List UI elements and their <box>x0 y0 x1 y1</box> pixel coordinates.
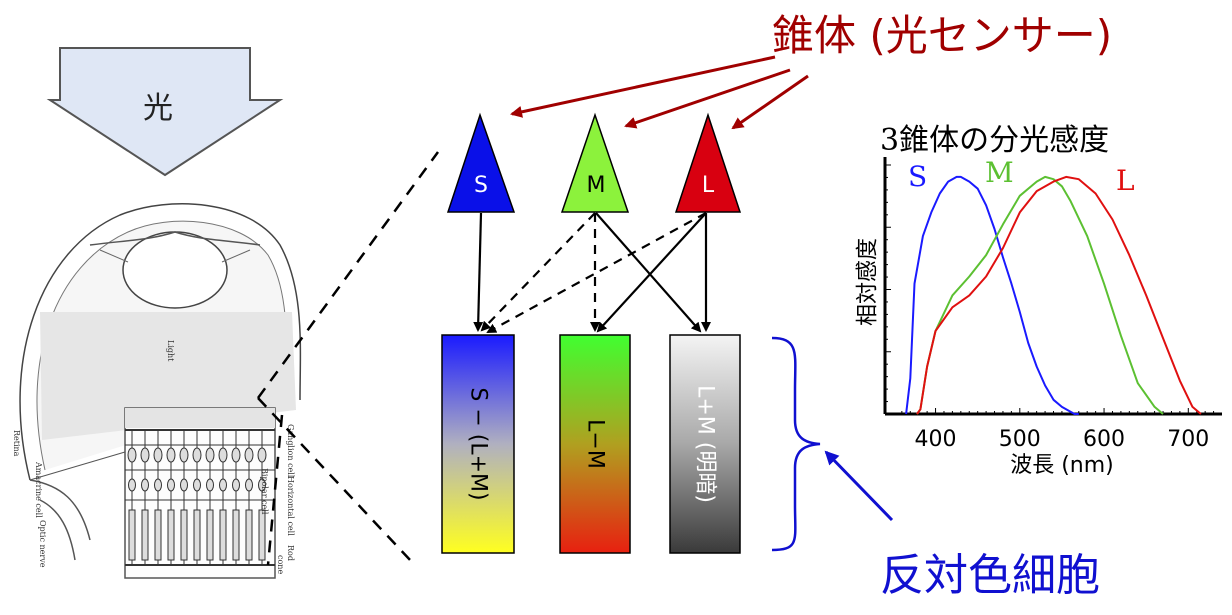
zoom-line-bottom <box>257 397 413 563</box>
opponent-cell-s-lm: S − (L+M) <box>441 334 515 554</box>
eye-label-optic: Optic nerve <box>38 520 47 568</box>
light-arrow-label: 光 <box>143 91 173 126</box>
opponent-cell-luminance-label: L+M (明暗) <box>693 385 718 503</box>
eye-label-cone: cone <box>276 555 285 574</box>
eye-label-horizontal: Horizontal cell <box>286 476 295 536</box>
opponent-cell-l-m: L−M <box>559 334 631 554</box>
opponent-cell-s-lm-label: S − (L+M) <box>466 387 491 500</box>
cone-connections <box>473 212 711 333</box>
retina-cells <box>125 429 275 566</box>
eye-label-bipolar: Bipolar cell <box>260 468 269 515</box>
legend-l: L <box>1116 164 1135 197</box>
x-tick-label: 700 <box>1167 427 1209 452</box>
eye-illustration: Light Retina Amacrine cell Optic nerve G… <box>12 203 302 579</box>
eye-label-amacrine: Amacrine cell <box>34 461 43 518</box>
series-line-s <box>905 175 1079 415</box>
x-tick-label: 400 <box>915 427 957 452</box>
opponent-brace <box>771 336 821 552</box>
cone-title: 錐体 (光センサー) <box>772 11 1112 60</box>
cone-m: M <box>560 112 630 213</box>
chart-title: 3錐体の分光感度 <box>880 123 1109 158</box>
cone-s-label: S <box>474 173 488 198</box>
opponent-pointer-arrow <box>824 450 894 522</box>
x-tick-label: 500 <box>999 427 1041 452</box>
eye-label-ganglion: Ganglion cell <box>286 424 295 478</box>
opponent-cell-l-m-label: L−M <box>583 419 608 469</box>
cone-pointer-arrows <box>510 55 809 130</box>
x-tick-label: 600 <box>1083 427 1125 452</box>
opponent-cell-luminance: L+M (明暗) <box>669 334 741 554</box>
opponent-title: 反対色細胞 <box>880 550 1100 601</box>
legend-m: M <box>985 156 1014 189</box>
chart-ticks: 400 500 600 700 <box>915 427 1210 452</box>
legend-s: S <box>908 160 927 193</box>
eye-label-light: Light <box>166 340 175 362</box>
chart-xlabel: 波長 (nm) <box>1010 453 1114 478</box>
cone-s: S <box>446 112 516 213</box>
chart-series <box>905 175 1202 415</box>
cone-l: L <box>674 112 742 213</box>
series-line-l <box>916 175 1202 415</box>
chart-axes <box>883 157 1222 416</box>
series-line-m <box>916 175 1164 415</box>
zoom-line-top <box>256 151 440 399</box>
eye-label-rod: Rod <box>286 545 295 561</box>
chart-ylabel: 相対感度 <box>856 238 881 326</box>
light-arrow: 光 <box>46 47 284 177</box>
spectral-chart: 3錐体の分光感度 400 500 600 700 相対感度 波長 (nm) S M L <box>856 123 1222 478</box>
zoom-line-left-down <box>266 414 284 566</box>
cone-m-label: M <box>587 173 606 198</box>
eye-label-retina: Retina <box>12 430 21 457</box>
cone-l-label: L <box>702 173 715 198</box>
